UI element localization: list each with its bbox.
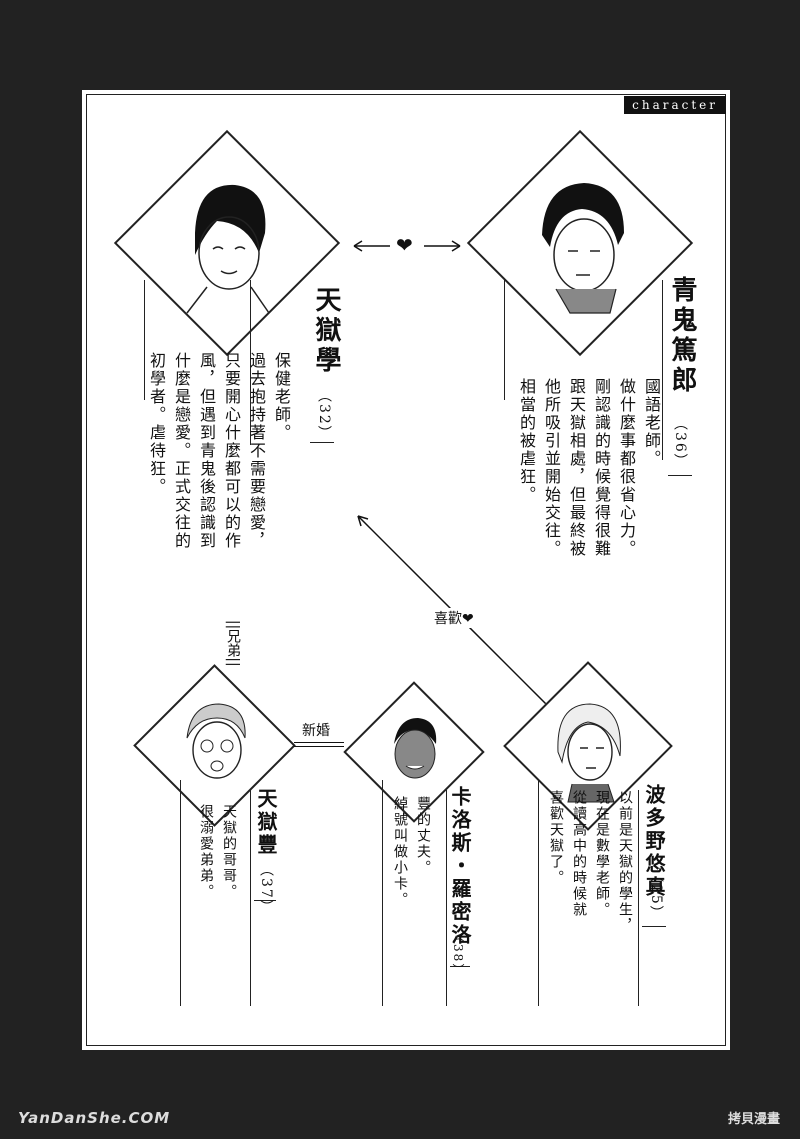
column-line [180, 780, 181, 1006]
newlyweds-line [294, 746, 344, 747]
column-line [144, 280, 145, 400]
carlos-desc: 豐的丈夫。 綽號叫做小卡。 [392, 796, 431, 908]
column-tick [254, 900, 276, 901]
newlyweds-label: 新婚 [302, 720, 330, 740]
yutaka-name: 天獄豐 [254, 788, 278, 857]
watermark-right: 拷貝漫畫 [727, 1112, 780, 1127]
aooni-age: （36） [672, 416, 688, 470]
column-line [538, 780, 539, 1006]
character-header-tag: character [624, 96, 726, 114]
love-heart: ❤ [396, 233, 413, 257]
aooni-portrait [466, 129, 694, 357]
carlos-name: 卡洛斯・羅密洛 [448, 786, 472, 947]
yutaka-face [186, 703, 246, 779]
likes-label: 喜歡❤ [430, 608, 478, 628]
column-line [250, 280, 251, 445]
love-arrow [353, 240, 461, 252]
manabu-face [186, 184, 270, 314]
hatano-portrait [503, 661, 673, 831]
manabu-portrait [113, 129, 341, 357]
column-line [250, 790, 251, 1006]
hatano-face [557, 703, 621, 803]
brothers-text: 兄弟 [225, 629, 241, 658]
column-tick [450, 966, 470, 967]
newlyweds-line [294, 742, 344, 743]
manabu-desc: 保健老師。 過去抱持著不需要戀愛， 只要開心什麼都可以的作 風，但遇到青鬼後認識… [147, 352, 291, 550]
aooni-face [542, 183, 624, 314]
watermark-left: YanDanShe.COM [18, 1109, 171, 1127]
column-line [638, 790, 639, 1006]
column-tick [642, 926, 666, 927]
hatano-age: （25） [648, 868, 664, 922]
yutaka-age: （37） [258, 862, 274, 916]
yutaka-portrait [133, 664, 296, 827]
column-tick [668, 475, 692, 476]
manabu-name: 天獄學 [311, 286, 341, 376]
carlos-face [394, 718, 437, 779]
carlos-portrait [343, 681, 485, 823]
column-line [382, 780, 383, 1006]
column-line [504, 280, 505, 400]
column-tick [310, 442, 334, 443]
column-line [446, 790, 447, 1006]
aooni-name: 青鬼篤郎 [667, 276, 697, 396]
column-line [662, 280, 663, 460]
brothers-label: ||兄弟|| [225, 619, 241, 667]
yutaka-desc: 天獄的哥哥。 很溺愛弟弟。 [198, 804, 237, 900]
page-frame [86, 94, 726, 1046]
aooni-desc: 國語老師。 做什麼事都很省心力。 剛認識的時候覺得很難 跟天獄相處，但最終被 他… [517, 378, 661, 558]
hatano-desc: 以前是天獄的學生， 現在是數學老師。 從讀高中的時候就 喜歡天獄了。 [548, 790, 633, 934]
character-page: character ❤ 天獄學 （32） 保健老師。 過去抱持著不需要戀愛， 只… [80, 88, 732, 1052]
hatano-name: 波多野悠真 [642, 784, 666, 899]
manabu-age: （32） [316, 388, 332, 442]
carlos-age: （38） [451, 930, 465, 978]
